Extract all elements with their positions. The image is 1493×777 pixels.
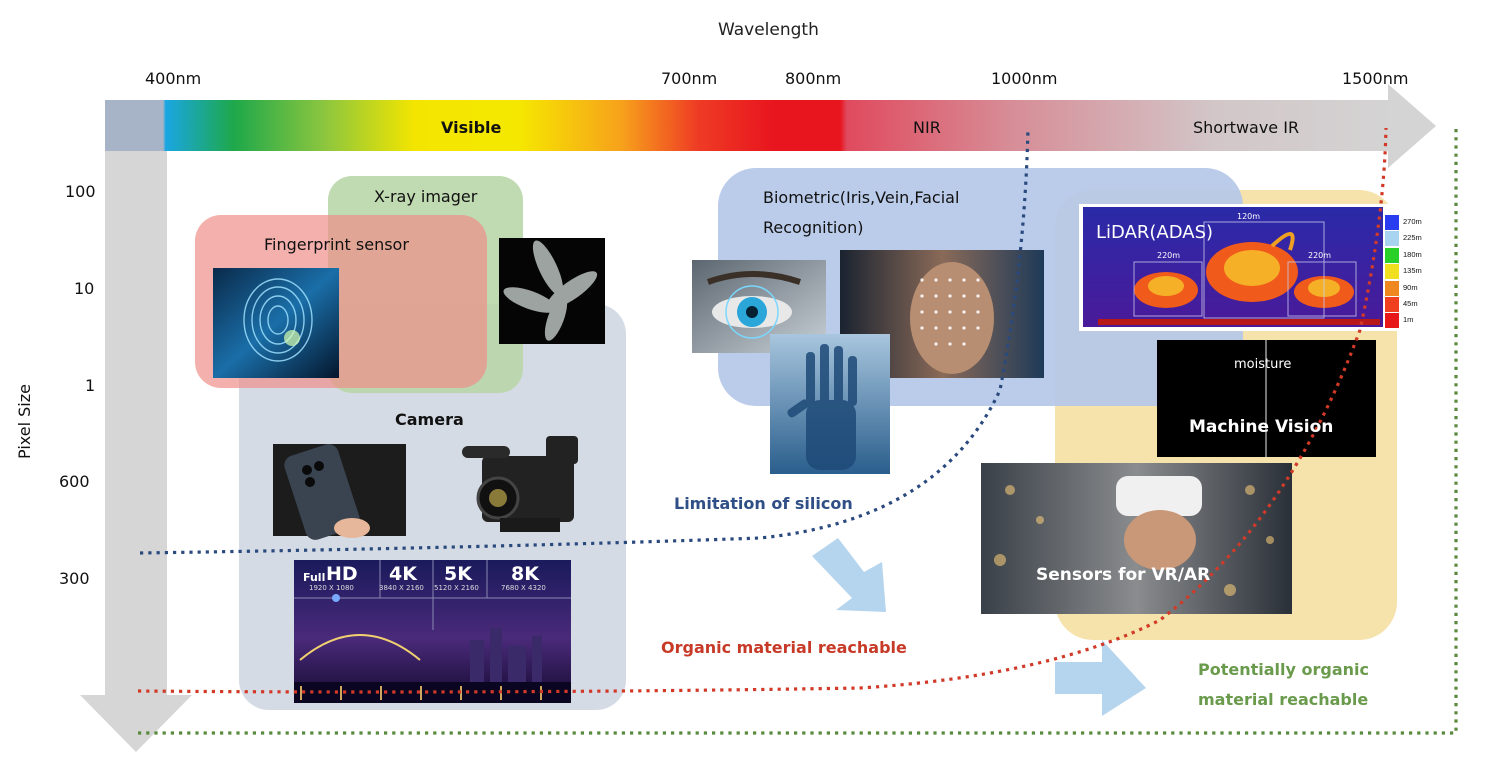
lidar-legend-label: 270m (1403, 217, 1422, 226)
lidar-legend-swatch (1385, 264, 1399, 280)
lidar-thermal-image (1079, 204, 1417, 331)
tick-700nm: 700nm (661, 69, 718, 88)
ytick-10: 10 (74, 279, 95, 298)
tick-400nm: 400nm (145, 69, 202, 88)
res-5k-name: 5K (444, 563, 472, 585)
biometric-label-line2: Recognition) (763, 218, 864, 237)
vr-photo (981, 463, 1292, 614)
tick-800nm: 800nm (785, 69, 842, 88)
ytick-300: 300 (59, 569, 90, 588)
lidar-legend-swatch (1385, 313, 1399, 329)
res-5k-dims: 5120 X 2160 (434, 584, 479, 592)
pixel-size-axis-title: Pixel Size (14, 384, 34, 459)
lidar-legend-item: 1m (1384, 313, 1416, 329)
machine-vision-label: Machine Vision (1189, 417, 1334, 437)
lidar-distance-center: 120m (1237, 212, 1261, 221)
pixel-axis-arrowhead (80, 695, 192, 752)
wavelength-spectrum-bar (105, 100, 1395, 151)
potential-label-line1: Potentially organic (1198, 660, 1369, 679)
camcorder-photo (462, 436, 578, 532)
lidar-legend-item: 135m (1384, 264, 1422, 280)
lidar-legend-swatch (1385, 231, 1399, 247)
res-hd-name: HD (326, 563, 358, 585)
ytick-1: 1 (85, 376, 96, 395)
wavelength-title: Wavelength (718, 20, 819, 40)
lidar-legend-label: 90m (1403, 282, 1418, 292)
silicon-limit-label: Limitation of silicon (674, 494, 853, 513)
machine-vision-panel (1157, 340, 1376, 457)
res-hd-prefix: Full (303, 571, 326, 584)
lidar-legend-swatch (1385, 215, 1399, 230)
lidar-legend-item: 270m (1384, 215, 1422, 231)
potential-label-line2: material reachable (1198, 690, 1369, 709)
lidar-legend-label: 1m (1403, 315, 1414, 325)
res-4k-name: 4K (389, 563, 417, 585)
lidar-legend-label: 135m (1403, 266, 1422, 276)
wavelength-axis-arrowhead (1388, 84, 1436, 168)
pixel-axis-shaft (105, 100, 167, 698)
lidar-distance-left: 220m (1157, 251, 1181, 260)
resolution-city-photo (294, 560, 571, 703)
organic-reachable-label: Organic material reachable (661, 638, 907, 657)
biometric-label-line1: Biometric(Iris,Vein,Facial (763, 188, 960, 207)
lidar-legend-label: 45m (1403, 299, 1418, 308)
band-nir: NIR (913, 118, 941, 137)
ytick-600: 600 (59, 472, 90, 491)
smartphone-photo (273, 444, 406, 540)
lidar-title: LiDAR(ADAS) (1096, 222, 1214, 243)
silicon-limit-curve (139, 127, 1030, 555)
fingerprint-label: Fingerprint sensor (264, 235, 409, 254)
potential-direction-arrow (1055, 640, 1146, 716)
res-hd-dims: 1920 X 1080 (309, 584, 354, 592)
ytick-100: 100 (65, 182, 96, 201)
lidar-legend-label: 180m (1403, 249, 1422, 259)
band-visible: Visible (441, 118, 502, 137)
lidar-distance-right: 220m (1308, 251, 1332, 260)
lidar-legend-item: 45m (1384, 297, 1418, 313)
res-4k-dims: 3840 X 2160 (379, 584, 424, 592)
lidar-legend-item: 225m (1384, 231, 1422, 247)
lidar-legend-swatch (1385, 280, 1399, 296)
lidar-legend-label: 225m (1403, 233, 1422, 243)
band-swir: Shortwave IR (1193, 118, 1300, 137)
lidar-legend-swatch (1385, 297, 1399, 312)
res-8k-dims: 7680 X 4320 (501, 584, 546, 592)
lidar-legend-swatch (1385, 247, 1399, 263)
moisture-label: moisture (1234, 357, 1292, 372)
hand-photo (770, 334, 890, 474)
tick-1000nm: 1000nm (991, 69, 1058, 88)
xray-flower-photo (499, 238, 605, 344)
lidar-legend-item: 180m (1384, 247, 1422, 264)
organic-direction-arrow (812, 538, 886, 612)
res-8k-name: 8K (511, 563, 539, 585)
camera-label: Camera (395, 410, 464, 429)
vr-label: Sensors for VR/AR (1036, 565, 1211, 585)
fingerprint-photo (213, 268, 339, 378)
tick-1500nm: 1500nm (1342, 69, 1409, 88)
xray-label: X-ray imager (374, 187, 478, 206)
lidar-legend-item: 90m (1384, 280, 1418, 297)
